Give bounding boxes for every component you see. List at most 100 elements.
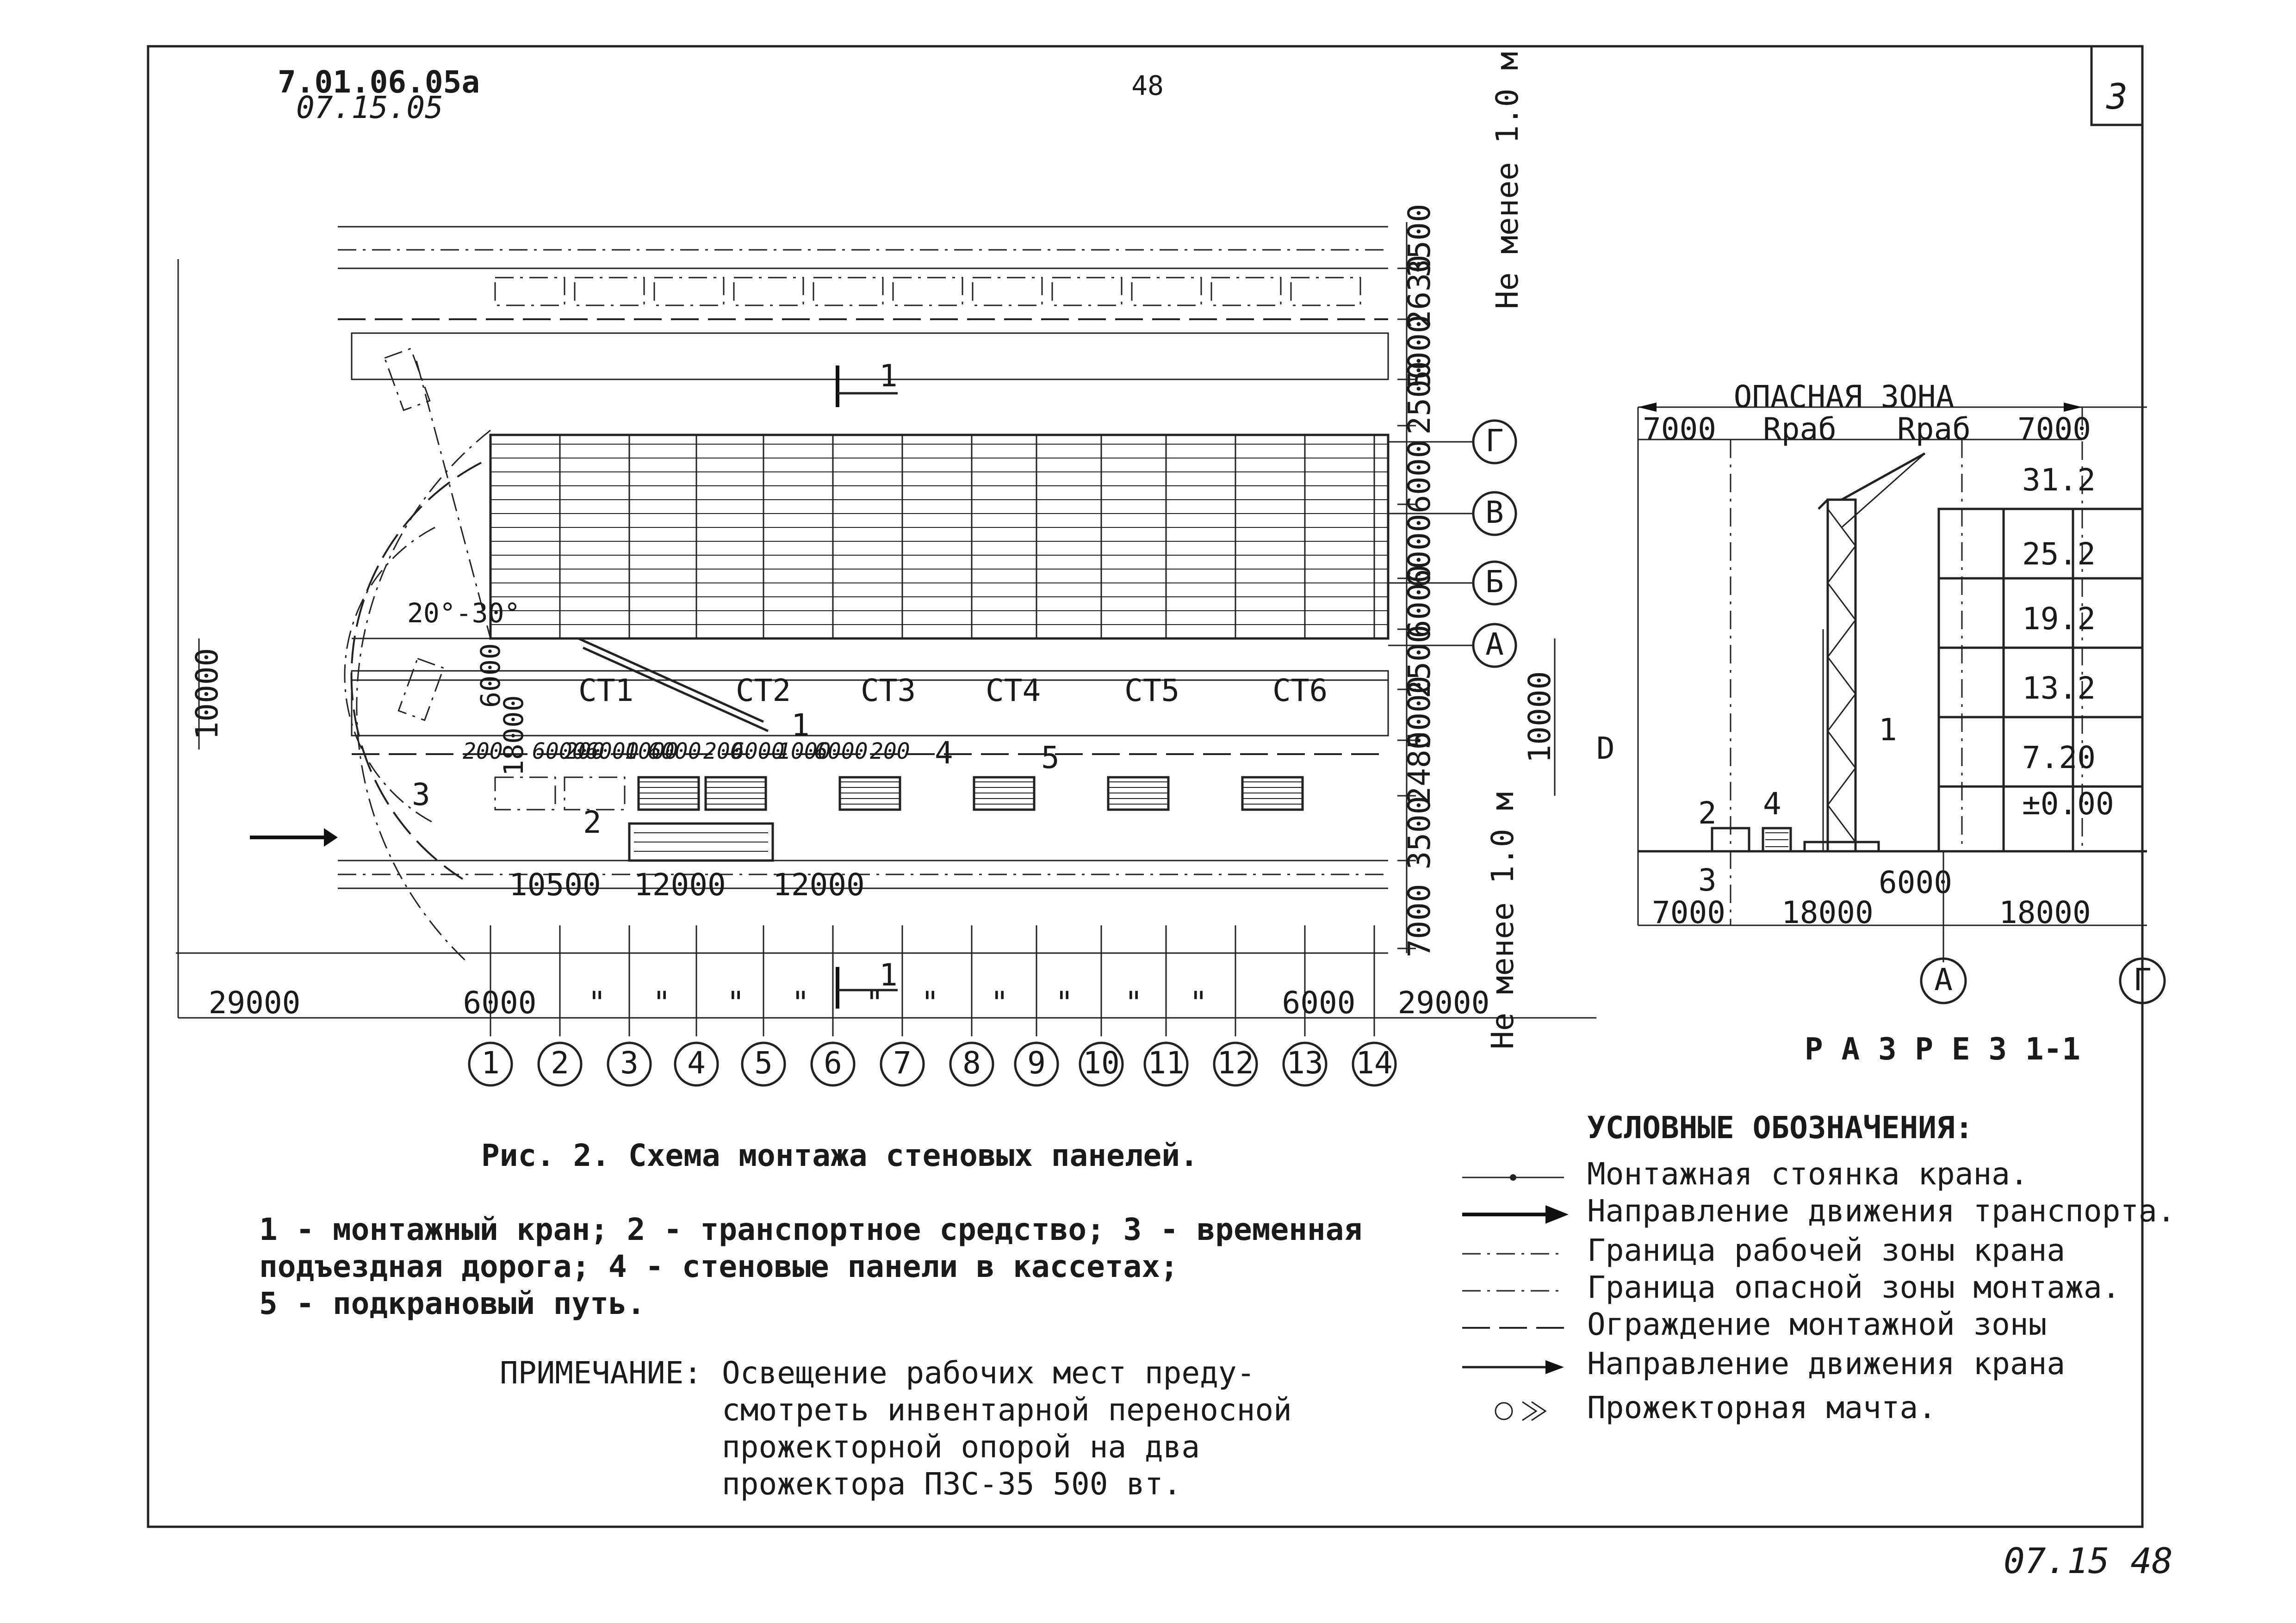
axis-bubble-3: [607, 1041, 652, 1087]
stand-1: СТ1: [578, 673, 633, 708]
callout-5: 5: [1041, 740, 1060, 775]
callout-1: 1: [791, 707, 810, 743]
symbol-danger-zone: Граница опасной зоны монтажа.: [1587, 1270, 2120, 1305]
panel-dim-8: 6000: [731, 738, 785, 764]
panel-dim-10: 6000: [814, 738, 868, 764]
note-line-3: прожекторной опорой на два: [722, 1429, 1200, 1465]
axis-bubble-8: [949, 1041, 994, 1087]
right-dim-12: 7000: [1402, 884, 1437, 958]
top-panel-3: [653, 277, 725, 306]
figure-caption: Рис. 2. Схема монтажа стеновых панелей.: [481, 1138, 1198, 1173]
overall-dim-13: 6000: [1282, 985, 1356, 1021]
overall-dim-3: ": [588, 985, 606, 1021]
page-number: 48: [1131, 70, 1164, 101]
note-label: ПРИМЕЧАНИЕ:: [500, 1355, 702, 1391]
axis-bubble-10: [1079, 1041, 1124, 1087]
panel-dim-7: 200: [703, 738, 744, 764]
cassette-empty-1: [494, 776, 556, 811]
note-line-1: Освещение рабочих мест преду-: [722, 1355, 1255, 1391]
axis-bubble-11: [1143, 1041, 1189, 1087]
symbol-transport-direction: Направление движения транспорта.: [1587, 1193, 2176, 1229]
panel-dim-11: 200: [870, 738, 910, 764]
axis-label-3: 3: [620, 1045, 639, 1081]
right-dim-11: 3500: [1402, 796, 1437, 870]
section-callout-3: 3: [1698, 862, 1717, 898]
axis-letter-3: Б: [1485, 564, 1504, 600]
level-7-20: 7.20: [2022, 740, 2096, 775]
symbol-crane-work-zone: Граница рабочей зоны крана: [1587, 1233, 2065, 1268]
axis-label-13: 13: [1286, 1045, 1323, 1081]
right-dim-10: 2480: [1402, 731, 1437, 805]
panel-dim-4: 6000: [585, 738, 639, 764]
section-axis-a: А: [1934, 962, 1953, 997]
dim-vert-6000: 6000: [475, 643, 506, 708]
overall-dim-8: ": [921, 985, 939, 1021]
level-31-2: 31.2: [2022, 462, 2096, 498]
section-bottom-dim-4: 18000: [1999, 895, 2091, 930]
overall-dim-5: ": [726, 985, 745, 1021]
axis-bubble-4: [674, 1041, 719, 1087]
footer-handwritten: 07.15 48: [2004, 1540, 2173, 1581]
overall-dim-2: 6000: [463, 985, 537, 1021]
top-panel-1: [494, 277, 565, 306]
dim-left-10000: 10000: [189, 648, 225, 740]
top-panel-6: [892, 277, 963, 306]
stand-5: СТ5: [1124, 673, 1179, 708]
numbered-legend: 1 - монтажный кран; 2 - транспортное сре…: [259, 1212, 1362, 1321]
symbol-floodlight-mast: Прожекторная мачта.: [1587, 1390, 1936, 1425]
top-panel-4: [733, 277, 804, 306]
section-callout-4: 4: [1763, 786, 1781, 822]
right-dim-3: 5000: [1402, 315, 1437, 389]
right-dim-9: 5000: [1402, 676, 1437, 750]
level-0-00: ±0.00: [2022, 786, 2114, 822]
stand-3: СТ3: [861, 673, 916, 708]
axis-bubble-12: [1213, 1041, 1258, 1087]
symbol-crane-direction: Направление движения крана: [1587, 1346, 2065, 1381]
section-callout-2: 2: [1698, 795, 1717, 831]
section-bottom-dim-1: 7000: [1652, 895, 1725, 930]
cassette-empty-2: [564, 776, 626, 811]
panel-dim-6: 6000: [648, 738, 701, 764]
right-note-top: Не менее 1.0 м: [1489, 52, 1525, 309]
callout-4: 4: [935, 735, 953, 771]
top-panel-9: [1131, 277, 1202, 306]
callout-2: 2: [583, 805, 602, 840]
bottom-dim-1: 10500: [509, 867, 601, 903]
axis-label-14: 14: [1356, 1045, 1392, 1081]
dim-right-10000: 10000: [1522, 671, 1558, 763]
section-axis-g: Г: [2133, 962, 2152, 997]
axis-label-2: 2: [551, 1045, 569, 1081]
overall-dim-1: 29000: [209, 985, 301, 1021]
axis-label-10: 10: [1083, 1045, 1119, 1081]
axis-bubble-6: [810, 1041, 856, 1087]
axis-label-5: 5: [754, 1045, 773, 1081]
panel-dim-5: 1000: [625, 738, 678, 764]
right-dim-8: 2500: [1402, 625, 1437, 699]
overall-dim-11: ": [1124, 985, 1143, 1021]
bottom-dim-3: 12000: [773, 867, 865, 903]
axis-bubble-13: [1282, 1041, 1328, 1087]
axis-label-4: 4: [687, 1045, 706, 1081]
right-dim-6: 6000: [1402, 514, 1437, 588]
symbol-fence: Ограждение монтажной зоны: [1587, 1307, 2047, 1342]
top-panel-2: [574, 277, 645, 306]
callout-3: 3: [412, 777, 430, 812]
top-panel-10: [1210, 277, 1282, 306]
axis-bubble-2: [537, 1041, 583, 1087]
overall-dim-10: ": [1055, 985, 1074, 1021]
axis-bubble-14: [1352, 1041, 1397, 1087]
sheet-number-box: [2090, 45, 2144, 126]
axis-bubble-1: [468, 1041, 513, 1087]
axis-label-9: 9: [1027, 1045, 1046, 1081]
level-19-2: 19.2: [2022, 601, 2096, 637]
section-callout-1: 1: [1879, 712, 1897, 748]
axis-label-7: 7: [893, 1045, 912, 1081]
stand-6: СТ6: [1272, 673, 1328, 708]
stand-4: СТ4: [986, 673, 1041, 708]
angle-label: 20°-30°: [407, 597, 520, 629]
axis-label-1: 1: [481, 1045, 500, 1081]
section-title: Р А З Р Е З 1-1: [1805, 1031, 2080, 1067]
right-dim-2: 2630: [1402, 255, 1437, 328]
